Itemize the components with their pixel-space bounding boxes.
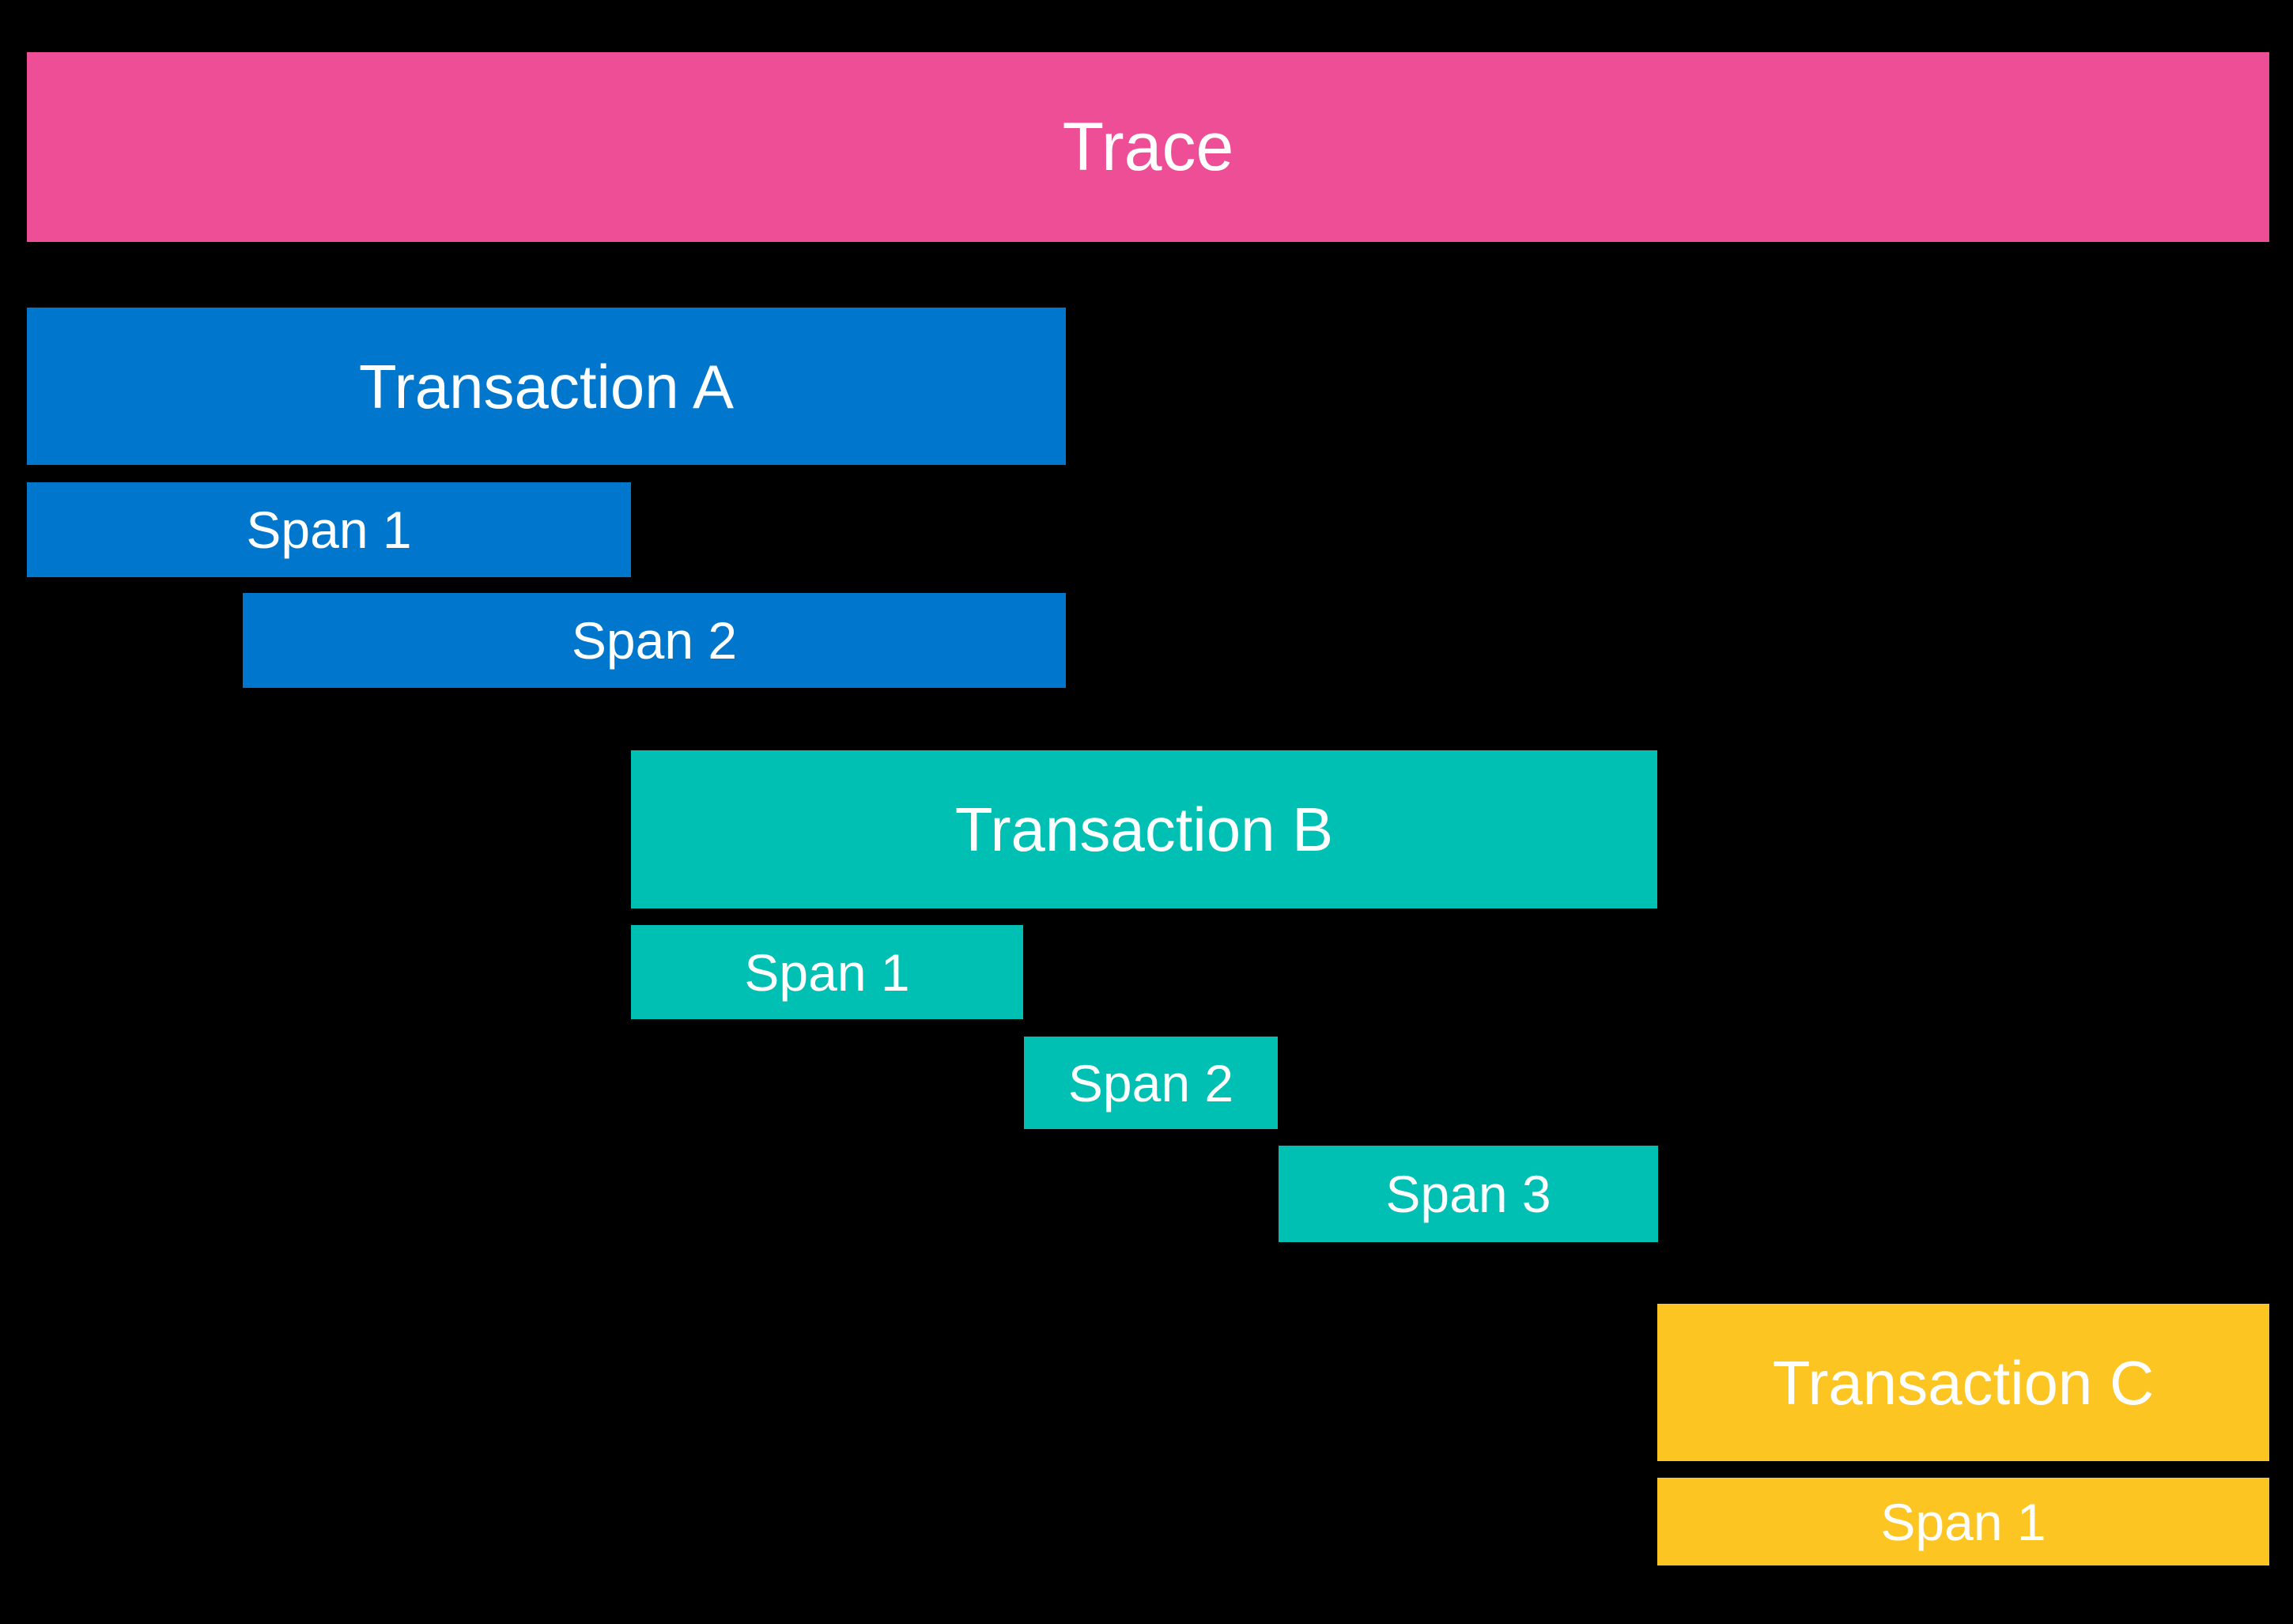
transaction-a-span-1-label: Span 1	[246, 500, 412, 559]
span-bar: Span 1	[1657, 1478, 2269, 1565]
transaction-b-span-1-label: Span 1	[744, 942, 910, 1002]
span-bar: Span 1	[631, 925, 1023, 1019]
span-bar: Span 3	[1279, 1146, 1658, 1242]
span-bar: Span 1	[27, 482, 631, 577]
span-bar: Span 2	[1024, 1037, 1278, 1129]
trace-label: Trace	[1062, 109, 1234, 185]
transaction-a-span-2-label: Span 2	[571, 611, 738, 670]
span-bar: Span 2	[243, 593, 1066, 688]
transaction-bar: Transaction C	[1657, 1304, 2269, 1461]
transaction-b-span-2-label: Span 2	[1067, 1053, 1234, 1112]
transaction-bar: Transaction B	[631, 750, 1657, 908]
transaction-a-label: Transaction A	[358, 351, 735, 421]
transaction-b-span-3-label: Span 3	[1385, 1165, 1551, 1223]
transaction-b-label: Transaction B	[954, 795, 1334, 864]
transaction-c-label: Transaction C	[1772, 1347, 2155, 1418]
trace-bar: Trace	[27, 52, 2269, 242]
transaction-c-span-1-label: Span 1	[1880, 1492, 2046, 1551]
transaction-bar: Transaction A	[27, 308, 1066, 465]
